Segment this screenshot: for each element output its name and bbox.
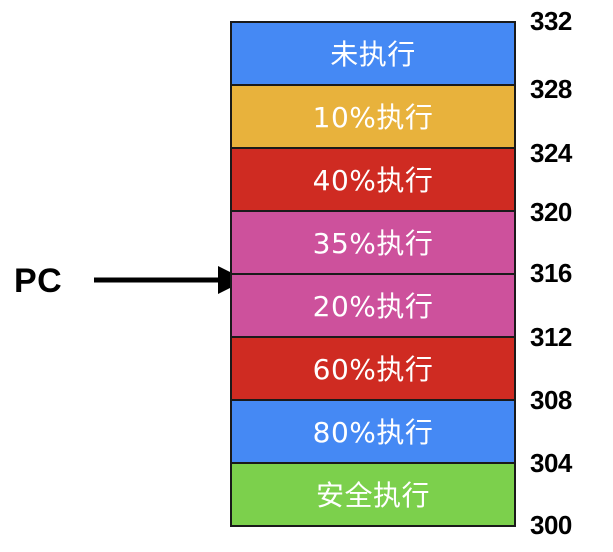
address-tick: 320 — [530, 197, 572, 227]
memory-cell-1[interactable]: 10%执行 — [232, 86, 514, 149]
memory-cell-label: 安全执行 — [315, 478, 430, 512]
address-tick: 316 — [530, 258, 572, 288]
memory-cell-7[interactable]: 安全执行 — [232, 464, 514, 525]
address-tick: 300 — [530, 510, 572, 540]
memory-cell-label: 40%执行 — [312, 163, 434, 197]
memory-cell-label: 20%执行 — [312, 289, 434, 323]
memory-cell-label: 未执行 — [330, 37, 416, 71]
pc-pointer-group: PC — [14, 258, 246, 304]
pc-label: PC — [14, 262, 63, 300]
memory-cell-0[interactable]: 未执行 — [232, 23, 514, 86]
address-ruler: 332 328 324 320 316 312 308 304 300 — [530, 0, 613, 552]
address-tick: 304 — [530, 448, 572, 478]
memory-cell-label: 60%执行 — [312, 352, 434, 386]
memory-cell-label: 80%执行 — [312, 415, 434, 449]
memory-column: 未执行 10%执行 40%执行 35%执行 20%执行 60%执行 80%执行 … — [230, 21, 516, 527]
address-tick: 328 — [530, 74, 572, 104]
memory-cell-label: 35%执行 — [312, 226, 434, 260]
right-arrow-icon — [94, 266, 246, 294]
memory-cell-3[interactable]: 35%执行 — [232, 212, 514, 275]
address-tick: 312 — [530, 322, 572, 352]
memory-cell-5[interactable]: 60%执行 — [232, 338, 514, 401]
address-tick: 332 — [530, 6, 572, 36]
memory-cell-6[interactable]: 80%执行 — [232, 401, 514, 464]
memory-cell-label: 10%执行 — [312, 100, 434, 134]
address-tick: 324 — [530, 138, 572, 168]
memory-cell-2[interactable]: 40%执行 — [232, 149, 514, 212]
address-tick: 308 — [530, 385, 572, 415]
memory-cell-4[interactable]: 20%执行 — [232, 275, 514, 338]
